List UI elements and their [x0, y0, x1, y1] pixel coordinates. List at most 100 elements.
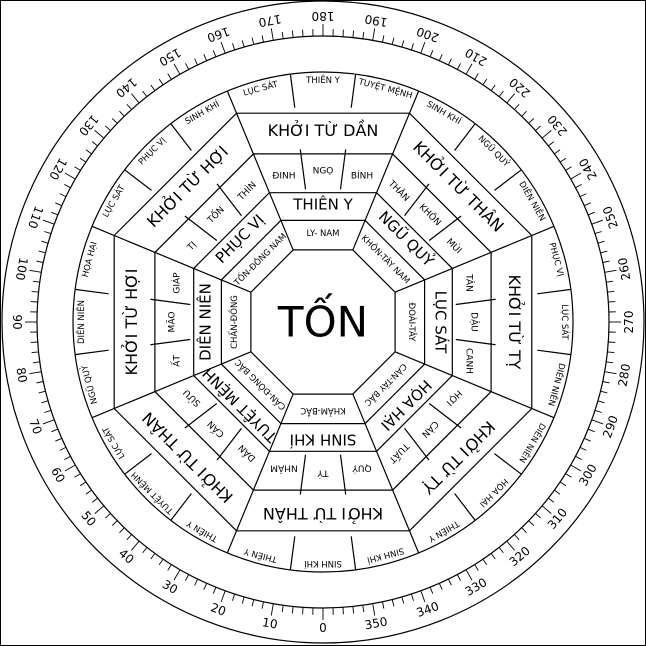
degree-tick [588, 428, 595, 433]
ring-star-label: NGŨ QUỶ [476, 133, 513, 170]
degree-label: 250 [600, 204, 621, 230]
mountain-divider [339, 149, 347, 190]
degree-tick [541, 505, 552, 514]
ring-star-label: HỌA HẠI [477, 476, 510, 509]
mountain-divider [455, 338, 496, 346]
degree-tick [44, 409, 52, 413]
mountain-label: QUÝ [352, 463, 372, 475]
degree-label: 130 [76, 112, 101, 139]
degree-tick [158, 78, 164, 86]
mountain-divider [184, 403, 218, 429]
ring-star-label: PHỤC VỊ [546, 242, 565, 278]
degree-tick [64, 464, 76, 472]
degree-tick [281, 31, 284, 39]
degree-tick [607, 351, 615, 354]
degree-label: 290 [600, 414, 621, 440]
degree-tick [410, 43, 414, 51]
degree-tick [74, 473, 81, 478]
degree-label: 210 [463, 45, 490, 69]
star-label: SINH KHÍ [290, 431, 357, 450]
degree-tick [51, 211, 58, 216]
degree-tick [94, 505, 105, 514]
degree-tick [194, 578, 199, 586]
degree-tick [79, 481, 87, 487]
degree-tick [38, 390, 46, 394]
degree-label: 270 [622, 311, 636, 334]
outer-divider [537, 349, 571, 356]
degree-tick [167, 73, 172, 80]
mountain-divider [299, 454, 307, 495]
degree-tick [42, 419, 55, 425]
degree-tick [420, 590, 426, 603]
mountain-label: TỊ [185, 240, 199, 254]
degree-tick [142, 90, 148, 97]
degree-tick [79, 157, 87, 163]
degree-tick [474, 564, 479, 571]
ring-star-label: SINH KHÍ [183, 98, 222, 128]
star-label: LỤC SÁT [432, 291, 451, 354]
sector-divider [226, 90, 294, 251]
degree-label: 170 [257, 12, 282, 30]
degree-label: 160 [205, 24, 231, 45]
sector-divider [352, 393, 420, 554]
star-ring [72, 71, 574, 573]
degree-tick [126, 534, 132, 541]
degree-tick [261, 601, 264, 609]
degree-tick [55, 437, 62, 442]
degree-tick [291, 606, 294, 614]
degree-tick [94, 130, 105, 139]
degree-tick [352, 606, 355, 614]
degree-tick [41, 240, 49, 244]
degree-tick [565, 166, 572, 171]
degree-label: 10 [261, 615, 278, 631]
degree-tick [447, 58, 452, 66]
degree-label: 350 [364, 615, 389, 633]
degree-tick [591, 219, 604, 225]
degree-tick [55, 202, 62, 207]
degree-tick [185, 574, 190, 581]
degree-tick [579, 193, 587, 198]
degree-tick [391, 599, 395, 607]
sector-divider [91, 225, 252, 293]
degree-tick [600, 390, 608, 394]
degree-label: 190 [364, 12, 389, 30]
degree-tick [559, 157, 567, 163]
ring-star-label: THIÊN Y [242, 545, 279, 566]
degree-tick [91, 497, 98, 503]
mountain-label: MÃO [166, 312, 177, 333]
degree-tick [391, 37, 395, 45]
sector-divider [394, 351, 555, 419]
khoi-label: KHỞI TỪ HỢI [121, 269, 141, 376]
ring-star-label: LỤC SÁT [99, 182, 128, 219]
outer-divider [75, 349, 109, 356]
trigram-label: LY- NAM [306, 229, 339, 239]
degree-tick [429, 50, 434, 57]
khoi-label: KHỞI TỪ TỴ [505, 274, 525, 369]
degree-tick [548, 141, 555, 147]
degree-tick [150, 553, 156, 560]
degree-tick [482, 558, 488, 566]
degree-tick [584, 437, 591, 442]
degree-tick [372, 603, 376, 616]
mountain-label: KHÔN [417, 201, 444, 228]
degree-tick [521, 110, 527, 117]
sector-divider [394, 225, 555, 293]
degree-tick [85, 489, 92, 495]
degree-tick [212, 587, 217, 594]
degree-tick [506, 93, 515, 104]
star-label: THIÊN Y [292, 195, 353, 214]
degree-tick [29, 269, 42, 273]
outer-divider [75, 288, 109, 295]
degree-tick [42, 219, 55, 225]
degree-label: 320 [506, 544, 533, 569]
ring-star-label: TUYỆT MỆNH [356, 75, 414, 101]
degree-ticks [25, 24, 621, 620]
outer-divider [494, 169, 522, 191]
degree-tick [212, 50, 217, 57]
degree-tick [281, 605, 284, 613]
degree-tick [131, 540, 140, 551]
ring-star-label: LỤC SÁT [559, 304, 571, 340]
degree-tick [447, 578, 452, 586]
degree-tick [528, 118, 535, 124]
degree-tick [465, 569, 473, 581]
